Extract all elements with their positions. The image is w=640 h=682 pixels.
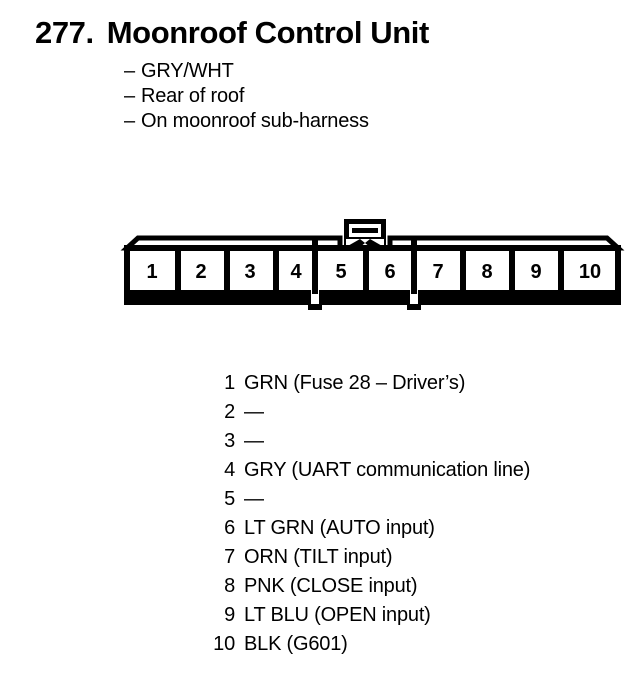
pin-list-number: 2	[224, 401, 235, 423]
connector-pin-3: 3	[244, 261, 255, 283]
bullet-dash-icon: –	[124, 110, 135, 132]
pin-list-row: 2—	[0, 398, 640, 427]
connector-pin-4: 4	[290, 261, 302, 283]
pin-list-description: —	[244, 488, 264, 510]
connector-pin-9: 9	[530, 261, 541, 283]
subtitle-item-label: On moonroof sub-harness	[141, 110, 369, 132]
pin-list-description: GRY (UART communication line)	[244, 459, 531, 481]
header-block: 277. Moonroof Control Unit – GRY/WHT – Re…	[35, 16, 615, 134]
subtitle-item: – Rear of roof	[35, 84, 615, 109]
pin-list-description: BLK (G601)	[244, 633, 348, 655]
connector-pin-8: 8	[481, 261, 492, 283]
pin-list-row: 4 GRY (UART communication line)	[0, 456, 640, 485]
pin-list-number: 4	[224, 459, 235, 481]
subtitle-item: – On moonroof sub-harness	[35, 109, 615, 134]
pin-list-description: —	[244, 401, 264, 423]
connector-latch-icon	[344, 219, 386, 248]
pin-list-number: 8	[224, 575, 235, 597]
pin-list-row: 1 GRN (Fuse 28 – Driver’s)	[0, 369, 640, 398]
pin-list-number: 5	[224, 488, 235, 510]
subtitle-item-label: Rear of roof	[141, 85, 245, 107]
connector-pin-1: 1	[146, 261, 157, 283]
pin-list-description: LT BLU (OPEN input)	[244, 604, 431, 626]
pin-list-number: 9	[224, 604, 235, 626]
pin-list-number: 1	[224, 372, 235, 394]
pin-list-number: 6	[224, 517, 235, 539]
pin-list-row: 6 LT GRN (AUTO input)	[0, 514, 640, 543]
connector-pin-6: 6	[384, 261, 395, 283]
subtitle-item-label: GRY/WHT	[141, 60, 234, 82]
connector-pin-7: 7	[432, 261, 443, 283]
page-title-number: 277.	[35, 15, 94, 50]
connector-shell	[120, 235, 625, 310]
pin-list-row: 10 BLK (G601)	[0, 630, 640, 659]
bullet-dash-icon: –	[124, 85, 135, 107]
pin-list-description: —	[244, 430, 264, 452]
pin-list-number: 3	[224, 430, 235, 452]
page-title: 277. Moonroof Control Unit	[35, 16, 615, 50]
pin-list-row: 5—	[0, 485, 640, 514]
subtitle-list: – GRY/WHT – Rear of roof – On moonroof s…	[35, 59, 615, 134]
connector-pin-10: 10	[579, 261, 601, 283]
connector-pin-5: 5	[335, 261, 346, 283]
pin-list-number: 7	[224, 546, 235, 568]
page-title-text: Moonroof Control Unit	[106, 15, 430, 50]
pin-list-row: 7 ORN (TILT input)	[0, 543, 640, 572]
connector-pin-2: 2	[195, 261, 206, 283]
pin-list-description: GRN (Fuse 28 – Driver’s)	[244, 372, 466, 394]
pin-list-row: 3—	[0, 427, 640, 456]
pin-list-description: LT GRN (AUTO input)	[244, 517, 435, 539]
pin-list-description: ORN (TILT input)	[244, 546, 393, 568]
pin-list-number: 10	[213, 633, 235, 655]
connector-diagram: 1 2 3 4 5 6 7 8 9 10	[120, 210, 625, 310]
connector-pin-dividers	[175, 238, 564, 294]
pin-list-row: 8 PNK (CLOSE input)	[0, 572, 640, 601]
subtitle-item: – GRY/WHT	[35, 59, 615, 84]
pin-list-row: 9 LT BLU (OPEN input)	[0, 601, 640, 630]
connector-illustration: 1 2 3 4 5 6 7 8 9 10	[120, 219, 625, 310]
bullet-dash-icon: –	[124, 60, 135, 82]
pin-list-description: PNK (CLOSE input)	[244, 575, 418, 597]
